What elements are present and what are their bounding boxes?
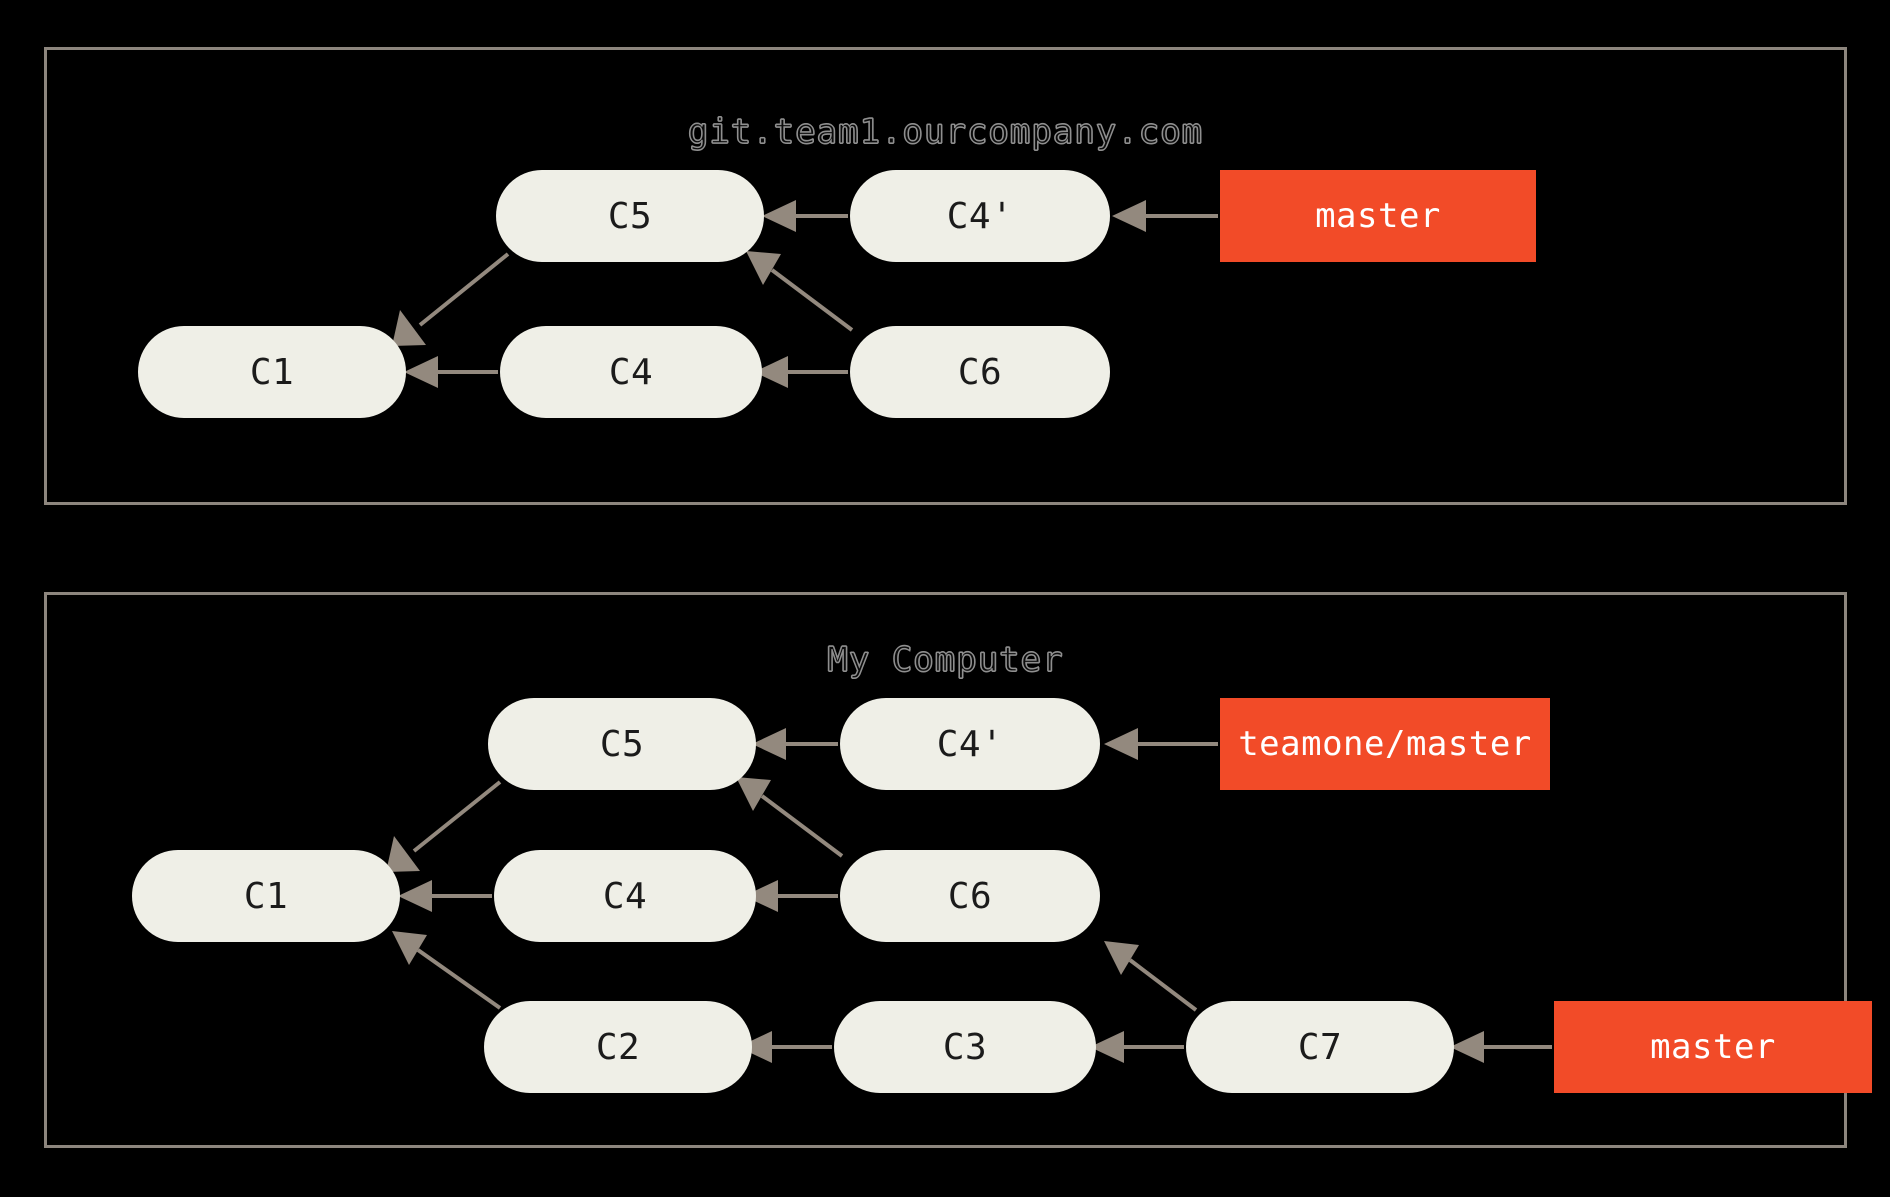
panel-remote-server: git.team1.ourcompany.com — [44, 47, 1847, 505]
commit-label: C4 — [602, 875, 648, 917]
commit-label: C6 — [947, 875, 993, 917]
panel-remote-title: git.team1.ourcompany.com — [687, 111, 1204, 152]
commit-label: C1 — [243, 875, 289, 917]
commit-label: C3 — [942, 1026, 988, 1068]
ref-label-text: teamone/master — [1238, 724, 1532, 764]
commit-label: C4' — [936, 723, 1004, 765]
commit-node-c1-remote[interactable]: C1 — [138, 326, 406, 418]
commit-node-c4-local[interactable]: C4 — [494, 850, 756, 942]
commit-node-c6-remote[interactable]: C6 — [850, 326, 1110, 418]
ref-label-text: master — [1650, 1027, 1776, 1067]
commit-label: C2 — [595, 1026, 641, 1068]
commit-label: C7 — [1297, 1026, 1343, 1068]
commit-node-c7-local[interactable]: C7 — [1186, 1001, 1454, 1093]
commit-label: C1 — [249, 351, 295, 393]
commit-label: C5 — [607, 195, 653, 237]
commit-node-c5-remote[interactable]: C5 — [496, 170, 764, 262]
ref-label-master-remote[interactable]: master — [1220, 170, 1536, 262]
commit-label: C4 — [608, 351, 654, 393]
commit-node-c2-local[interactable]: C2 — [484, 1001, 752, 1093]
commit-label: C4' — [946, 195, 1014, 237]
commit-node-c5-local[interactable]: C5 — [488, 698, 756, 790]
ref-label-teamone-master[interactable]: teamone/master — [1220, 698, 1550, 790]
commit-node-c4prime-local[interactable]: C4' — [840, 698, 1100, 790]
commit-node-c1-local[interactable]: C1 — [132, 850, 400, 942]
ref-label-text: master — [1315, 196, 1441, 236]
commit-node-c3-local[interactable]: C3 — [834, 1001, 1096, 1093]
commit-label: C6 — [957, 351, 1003, 393]
commit-node-c4-remote[interactable]: C4 — [500, 326, 762, 418]
panel-local-title: My Computer — [827, 639, 1064, 680]
commit-label: C5 — [599, 723, 645, 765]
commit-node-c4prime-remote[interactable]: C4' — [850, 170, 1110, 262]
ref-label-master-local[interactable]: master — [1554, 1001, 1872, 1093]
commit-node-c6-local[interactable]: C6 — [840, 850, 1100, 942]
